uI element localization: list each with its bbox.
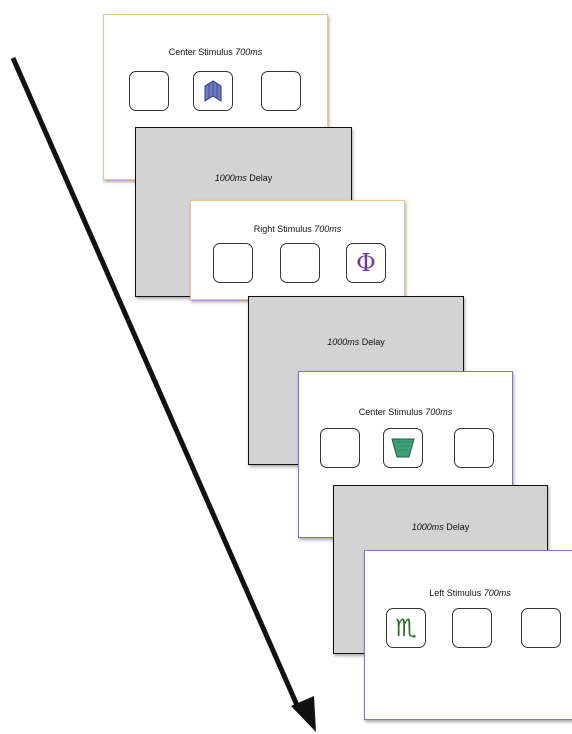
frame-5-label: Center Stimulus 700ms (358, 407, 453, 417)
left-location-box (320, 428, 360, 468)
frame-3-label: Right Stimulus 700ms (253, 224, 342, 234)
phi-symbol-icon: Φ (356, 249, 376, 277)
frame-1-label: Center Stimulus 700ms (168, 47, 263, 57)
right-location-box (261, 71, 301, 111)
delay-3-label: 1000ms Delay (411, 522, 470, 532)
left-location-box (213, 243, 253, 283)
right-location-box: Φ (346, 243, 386, 283)
center-location-box (452, 608, 492, 648)
right-location-box (521, 608, 561, 648)
center-location-box (383, 428, 423, 468)
trapezoid-shape-icon (391, 438, 415, 458)
right-stimulus-frame: Right Stimulus 700ms Φ (190, 200, 405, 300)
right-location-box (454, 428, 494, 468)
left-location-box: ♏ (386, 608, 426, 648)
left-stimulus-frame: Left Stimulus 700ms ♏ (364, 550, 572, 720)
delay-2-label: 1000ms Delay (327, 337, 385, 347)
frame-7-label: Left Stimulus 700ms (429, 588, 511, 598)
left-location-box (129, 71, 169, 111)
center-location-box (280, 243, 320, 283)
chevron-shape-icon (204, 80, 222, 102)
scorpio-symbol-icon: ♏ (395, 614, 417, 642)
center-location-box (193, 71, 233, 111)
delay-1-label: 1000ms Delay (214, 173, 273, 183)
